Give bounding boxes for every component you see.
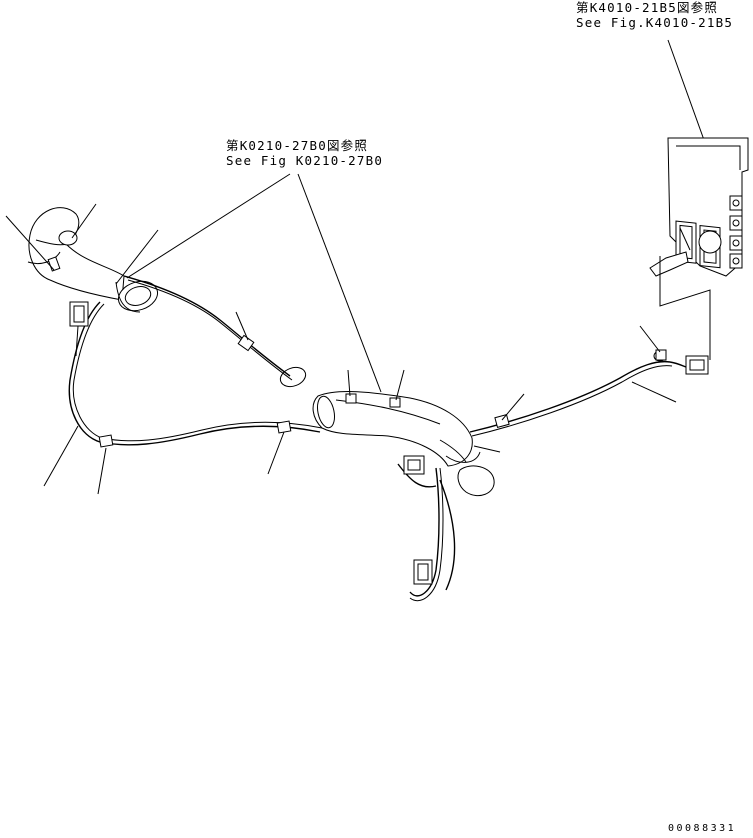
controller-bracket bbox=[649, 137, 749, 277]
reference-label-k0210: 第K0210-27B0図参照 See Fig K0210-27B0 bbox=[226, 138, 383, 168]
reference-label-k4010: 第K4010-21B5図参照 See Fig.K4010-21B5 bbox=[576, 0, 733, 30]
reference-k0210-japanese: 第K0210-27B0図参照 bbox=[226, 138, 369, 153]
connector-right bbox=[685, 355, 709, 375]
connectors bbox=[69, 301, 709, 585]
grommet-right bbox=[457, 465, 495, 496]
middle-elbow-duct bbox=[279, 366, 481, 467]
reference-leader-lines bbox=[126, 39, 705, 393]
bracket-connection-line bbox=[659, 256, 711, 360]
reference-k0210-english: See Fig K0210-27B0 bbox=[226, 153, 384, 168]
reference-k4010-japanese: 第K4010-21B5図参照 bbox=[576, 0, 719, 15]
main-harness-cable bbox=[68, 275, 705, 602]
clamps bbox=[47, 256, 667, 448]
connector-center bbox=[403, 455, 425, 475]
left-elbow-duct bbox=[27, 207, 159, 313]
part-callout-lines bbox=[5, 203, 677, 495]
document-number: 00088331 bbox=[668, 823, 737, 834]
reference-k4010-english: See Fig.K4010-21B5 bbox=[576, 15, 734, 30]
